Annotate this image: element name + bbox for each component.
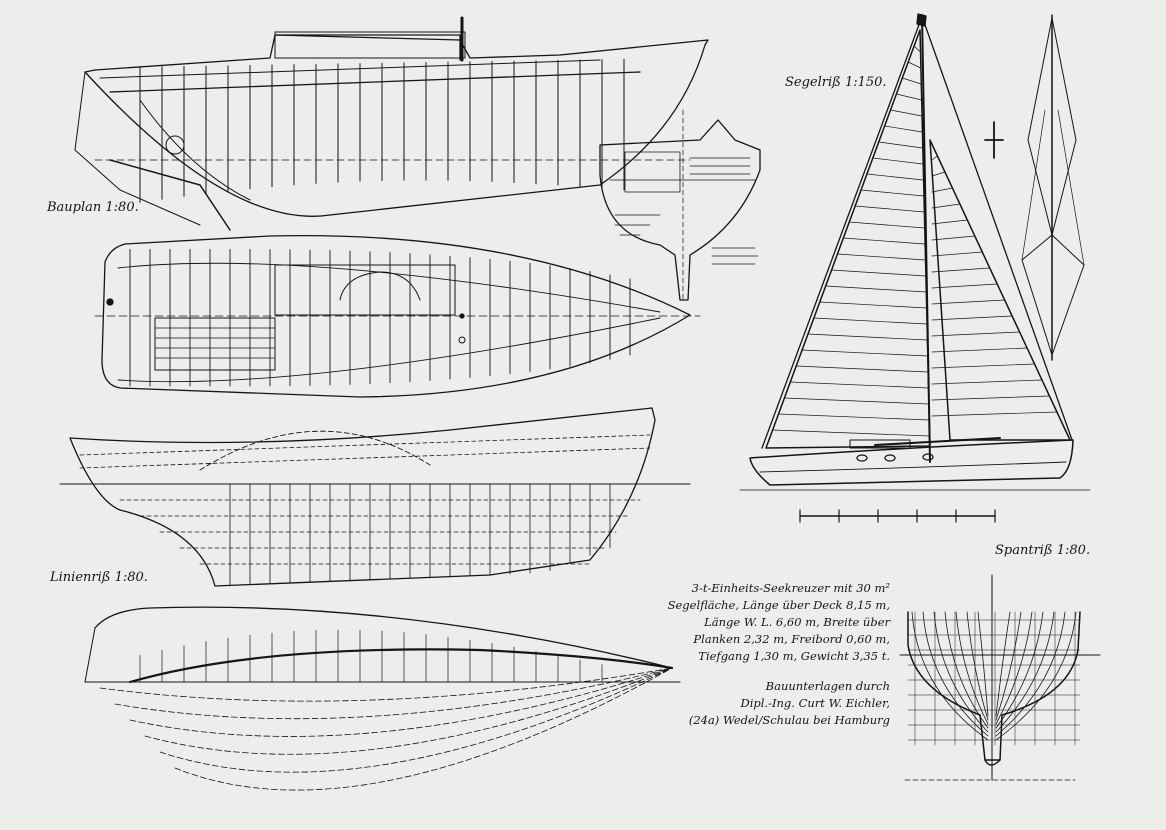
spec-line: Tiefgang 1,30 m, Gewicht 3,35 t. xyxy=(698,649,890,663)
credit-line: (24a) Wedel/Schulau bei Hamburg xyxy=(688,713,890,727)
spantriss-label: Spantriß 1:80. xyxy=(995,543,1091,558)
half-breadth-plan-drawing xyxy=(84,606,681,791)
sail-plan-drawing xyxy=(739,13,1091,523)
body-plan-drawing xyxy=(899,574,1101,781)
midship-section-drawing xyxy=(599,109,761,301)
spec-line: Planken 2,32 m, Freibord 0,60 m, xyxy=(693,632,890,646)
spec-line: 3-t-Einheits-Seekreuzer mit 30 m² xyxy=(691,581,890,595)
deck-plan-drawing xyxy=(94,234,701,398)
spec-line: Segelfläche, Länge über Deck 8,15 m, xyxy=(667,598,890,612)
bauplan-profile-drawing xyxy=(74,16,709,231)
lines-profile-drawing xyxy=(59,407,691,587)
bauplan-label: Bauplan 1:80. xyxy=(47,200,139,215)
credit-line: Bauunterlagen durch xyxy=(765,679,890,693)
segelriss-label: Segelriß 1:150. xyxy=(785,75,887,90)
spec-line: Länge W. L. 6,60 m, Breite über xyxy=(704,615,890,629)
linienriss-label: Linienriß 1:80. xyxy=(50,570,148,585)
specification-text: 3-t-Einheits-Seekreuzer mit 30 m² Segelf… xyxy=(640,580,890,665)
credit-text: Bauunterlagen durch Dipl.-Ing. Curt W. E… xyxy=(640,678,890,729)
credit-line: Dipl.-Ing. Curt W. Eichler, xyxy=(740,696,891,710)
